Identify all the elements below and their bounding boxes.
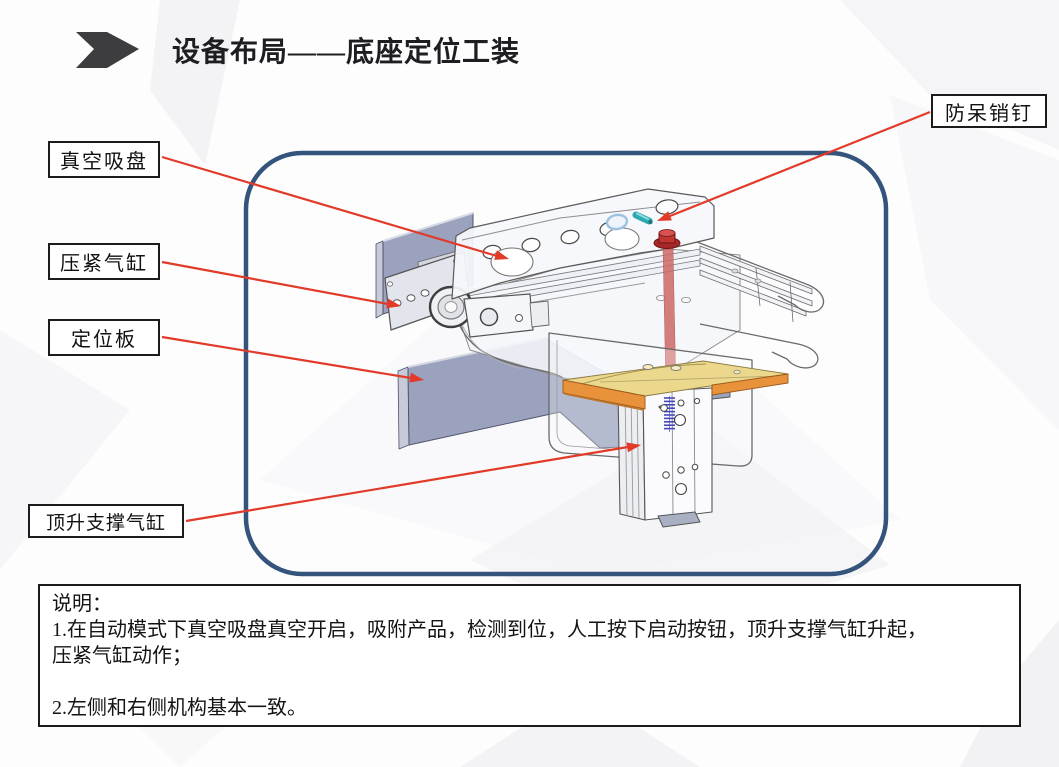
- seal-ring: [605, 213, 629, 231]
- right-wing-frame: [696, 241, 825, 369]
- jack-support-cylinder: [617, 380, 731, 528]
- callout-line-jack-cylinder: [185, 442, 641, 523]
- positioning-plate: [397, 337, 641, 450]
- label-clamp-cylinder-text: 压紧气缸: [60, 253, 148, 275]
- vacuum-cup-dome: [604, 227, 640, 251]
- callout-lines: [161, 110, 931, 523]
- explanation-line-3: 2.左侧和右侧机构基本一致。: [52, 697, 307, 719]
- label-vacuum-cup-text: 真空吸盘: [60, 151, 148, 173]
- back-plate-upper: [375, 212, 474, 319]
- label-jack-support-cylinder: 顶升支撑气缸: [28, 504, 184, 538]
- explanation-heading: 说明：: [52, 593, 112, 615]
- slide-rails: [467, 248, 701, 314]
- explanation-line-2: 压紧气缸动作；: [52, 645, 192, 667]
- pin-rod-red: [653, 229, 681, 393]
- callout-line-poka-yoke-pin: [657, 110, 931, 221]
- label-poka-yoke-pin-text: 防呆销钉: [945, 102, 1033, 125]
- label-poka-yoke-pin: 防呆销钉: [931, 94, 1047, 128]
- vacuum-plate-bracket: [451, 188, 715, 300]
- label-jack-support-cylinder-text: 顶升支撑气缸: [45, 512, 166, 534]
- label-clamp-cylinder: 压紧气缸: [48, 243, 160, 280]
- housing-body: [451, 248, 741, 393]
- explanation-line-1: 1.在自动模式下真空吸盘真空开启，吸附产品，检测到位，人工按下启动按钮，顶升支撑…: [52, 619, 927, 641]
- explanation-line-blank: [52, 669, 1007, 695]
- explanation-box: 说明： 1.在自动模式下真空吸盘真空开启，吸附产品，检测到位，人工按下启动按钮，…: [38, 584, 1021, 727]
- poka-yoke-pin: [632, 211, 653, 225]
- spring-blue: [664, 396, 675, 432]
- locator-plate: [562, 360, 789, 411]
- side-tab: [711, 380, 731, 400]
- callout-line-vacuum-cup: [161, 155, 509, 260]
- cylinder-foot: [657, 511, 701, 528]
- title-bar: 设备布局——底座定位工装: [68, 28, 520, 72]
- page-title: 设备布局——底座定位工装: [172, 37, 521, 68]
- label-positioning-plate-text: 定位板: [71, 329, 137, 351]
- clamp-cylinder: [384, 247, 550, 338]
- vacuum-cup-dome: [490, 247, 534, 277]
- callout-line-positioning-plate: [161, 335, 424, 383]
- image-frame-border: [243, 150, 889, 577]
- label-positioning-plate: 定位板: [48, 319, 160, 356]
- chevron-arrow-icon: [76, 32, 139, 68]
- transparent-carrier-box: [548, 332, 753, 467]
- callout-line-clamp-cylinder: [161, 260, 401, 309]
- label-vacuum-cup: 真空吸盘: [48, 141, 160, 178]
